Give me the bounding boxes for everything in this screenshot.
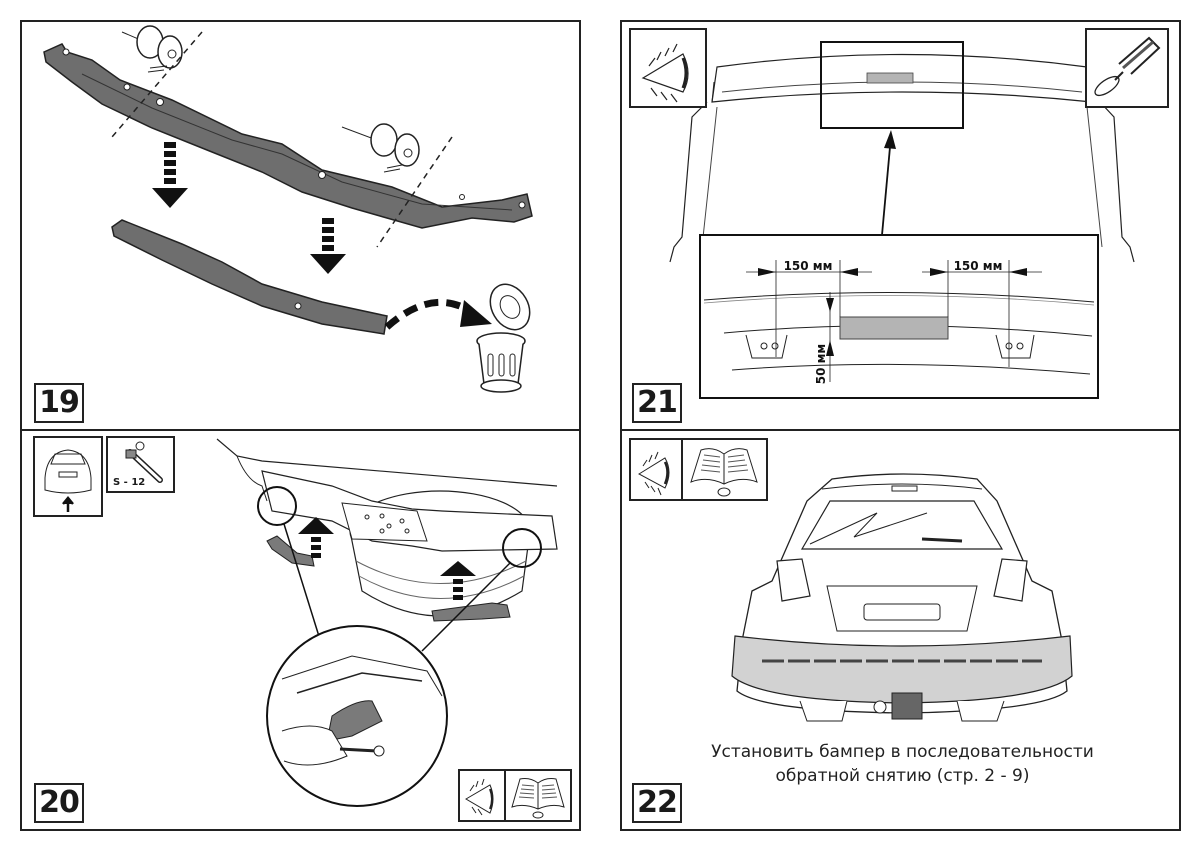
- detail-region-box: [820, 41, 964, 129]
- down-arrow-icon: [310, 218, 346, 274]
- trash-can-icon: [476, 283, 531, 393]
- step-22-caption-line2: обратной снятию (стр. 2 - 9): [775, 766, 1030, 786]
- step-22-panel: Установить бампер в последовательности о…: [620, 429, 1181, 831]
- up-arrow-icon: [440, 561, 476, 600]
- removed-beam-section: [111, 219, 388, 335]
- cut-line-right: [376, 136, 453, 248]
- step-21-illustration: 150 мм 150 мм 50 мм: [669, 41, 1135, 399]
- step-19-illustration: [43, 25, 533, 393]
- detail-magnifier: [266, 625, 448, 807]
- reinforcement-beam: [43, 43, 533, 229]
- step-19-panel: 19: [20, 20, 581, 431]
- hacksaw-icon: [1085, 28, 1169, 108]
- socket-wrench-icon: S - 12: [106, 436, 175, 493]
- step-20-panel: S - 12: [20, 429, 581, 831]
- step-22-caption-line1: Установить бампер в последовательности: [711, 742, 1094, 762]
- bracket-right: [431, 602, 511, 622]
- step-number-21: 21: [632, 383, 682, 423]
- step-number-20: 20: [34, 783, 84, 823]
- rear-bumper-outline: [669, 53, 1135, 263]
- discard-arrow-icon: [384, 298, 492, 330]
- step-number-19: 19: [34, 383, 84, 423]
- down-arrow-icon: [152, 142, 188, 208]
- dimension-left-offset: 150 мм: [784, 259, 833, 273]
- eye-icon: [629, 28, 707, 108]
- cutout-detail-box: 150 мм 150 мм 50 мм: [699, 234, 1099, 399]
- pointer-arrow: [881, 130, 896, 236]
- tow-hitch-socket: [891, 692, 923, 720]
- tow-ball: [873, 700, 887, 714]
- car-rear-view-icon: [33, 436, 103, 517]
- eye-icon: [458, 769, 506, 822]
- step-22-illustration: [731, 473, 1073, 722]
- rear-beam: [257, 470, 558, 568]
- socket-size-label: S - 12: [113, 477, 146, 488]
- cut-line-left: [111, 31, 203, 138]
- cutter-tool-icon: [341, 123, 420, 173]
- up-arrow-icon: [298, 517, 334, 558]
- step-number-22: 22: [632, 783, 682, 823]
- manual-book-icon: [504, 769, 572, 822]
- step-20-illustration: [216, 438, 558, 807]
- vehicle-rear-view: [731, 473, 1073, 722]
- dimension-right-offset: 150 мм: [954, 259, 1003, 273]
- bracket-left: [266, 535, 315, 567]
- cutter-tool-icon: [121, 25, 183, 73]
- step-21-panel: 150 мм 150 мм 50 мм 21: [620, 20, 1181, 431]
- manual-book-icon: [681, 438, 768, 501]
- dimension-height: 50 мм: [814, 344, 828, 385]
